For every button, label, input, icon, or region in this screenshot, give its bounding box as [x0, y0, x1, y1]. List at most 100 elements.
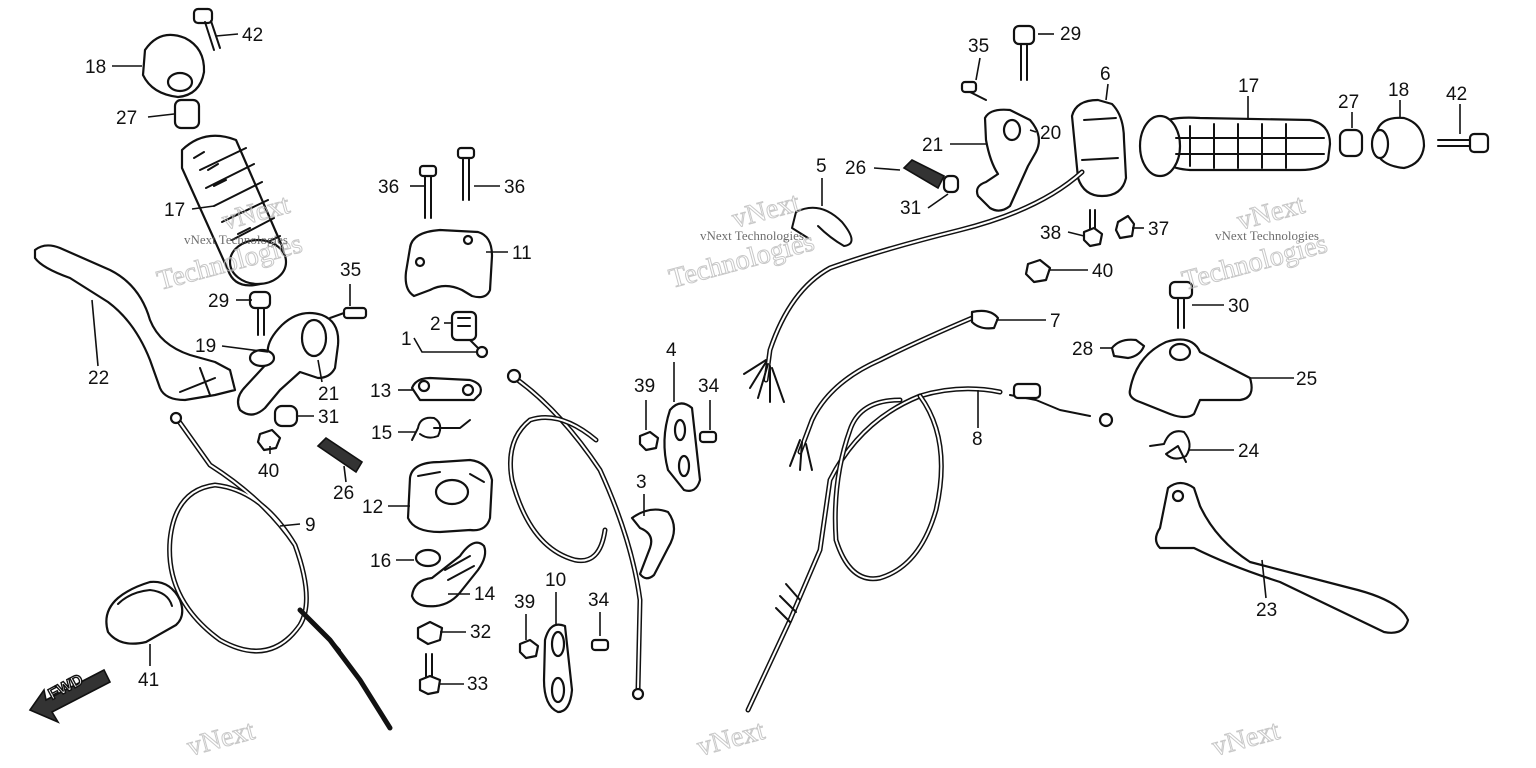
callout-label: 13: [370, 381, 391, 402]
part-grip-17-right: [1138, 114, 1332, 178]
callout-label: 10: [545, 570, 566, 591]
part-collar-27: [173, 98, 201, 130]
part-adjuster-26-right: [902, 159, 946, 190]
part-hardware-38-37-40: [1024, 209, 1136, 284]
callout-label: 33: [467, 674, 488, 695]
part-screw-35-right: [960, 80, 987, 101]
part-clip-5: [791, 206, 853, 247]
part-nut-32: [416, 620, 444, 646]
part-collar-31-right: [942, 174, 960, 194]
part-lever-14: [410, 541, 487, 608]
callout-label: 42: [242, 25, 263, 46]
callout-label: 16: [370, 551, 391, 572]
callout-label: 12: [362, 497, 383, 518]
callout-label: 2: [430, 314, 441, 335]
callout-label: 18: [1388, 80, 1409, 101]
part-plate-28: [1110, 338, 1146, 360]
part-plate-13: [410, 376, 482, 402]
part-screw-33: [418, 653, 442, 696]
callout-label: 37: [1148, 219, 1169, 240]
part-perch-25: [1128, 338, 1253, 419]
callout-label: 29: [208, 291, 229, 312]
part-clamp-4: [663, 402, 702, 492]
callout-label: 28: [1072, 339, 1093, 360]
callout-label: 15: [371, 423, 392, 444]
callout-label: 31: [318, 407, 339, 428]
watermark-big-top: vNext: [1209, 715, 1283, 763]
callout-label: 38: [1040, 223, 1061, 244]
part-throttle-cable: [506, 368, 645, 701]
callout-label: 27: [116, 108, 137, 129]
part-screws-36: [418, 146, 476, 219]
part-lever-22: [33, 244, 237, 402]
callout-label: 11: [512, 243, 532, 264]
callout-label: 31: [900, 198, 921, 219]
callout-label: 35: [968, 36, 989, 57]
part-wire-harness: [743, 169, 1085, 403]
callout-label: 21: [318, 384, 339, 405]
part-guide-3: [630, 508, 676, 580]
leader-lines: [91, 33, 1461, 685]
callout-label: 3: [636, 472, 647, 493]
part-bolt-30: [1168, 280, 1194, 329]
watermark-small: vNext Technologies: [700, 228, 804, 243]
watermark-small: vNext Technologies: [1215, 228, 1319, 243]
callout-label: 40: [1092, 261, 1113, 282]
callout-label: 34: [588, 590, 610, 611]
callout-label: 23: [1256, 600, 1277, 621]
callout-label: 20: [1040, 123, 1061, 144]
watermark-big-top: vNext: [694, 715, 768, 763]
callout-label: 17: [1238, 76, 1259, 97]
callout-label: 26: [333, 483, 354, 504]
part-switch-housing-12: [406, 458, 494, 534]
callout-label: 8: [972, 429, 983, 450]
callout-label: 35: [340, 260, 361, 281]
callout-label: 5: [816, 156, 827, 177]
callout-label: 41: [138, 670, 159, 691]
callout-label: 9: [305, 515, 316, 536]
part-spring-24: [1149, 430, 1191, 463]
part-bolt-29-right: [1012, 24, 1036, 81]
callout-label: 7: [1050, 311, 1061, 332]
callout-label: 17: [164, 200, 185, 221]
callout-label: 22: [88, 368, 109, 389]
part-cable-7: [789, 309, 1000, 471]
part-cable-8: [745, 382, 1114, 713]
callout-label: 40: [258, 461, 279, 482]
callout-label: 36: [504, 177, 525, 198]
watermark-small: vNext Technologies: [184, 232, 288, 247]
callout-label: 36: [378, 177, 399, 198]
part-adjuster-26-left: [316, 436, 364, 474]
part-throttle-housing-6: [1070, 98, 1128, 198]
watermarks: vNext Technologies vNext Technologies vN…: [153, 187, 1331, 764]
callout-label: 39: [514, 592, 535, 613]
watermark-big-top: vNext: [184, 715, 258, 763]
callout-label: 29: [1060, 24, 1081, 45]
callout-label: 21: [922, 135, 943, 156]
part-bolt-42: [192, 7, 221, 51]
callout-label: 18: [85, 57, 106, 78]
part-collar-27-right: [1338, 128, 1364, 158]
part-bolt-29-left: [248, 290, 272, 336]
part-clamp-10: [542, 623, 574, 714]
callout-labels: 42 18 27 17 29 35 19 22 21 31 40 26 9 41…: [85, 24, 1467, 695]
part-bar-end-18: [141, 33, 206, 99]
callout-label: 4: [666, 340, 677, 361]
part-bar-end-18-right: [1370, 116, 1426, 170]
part-perch-20-21-right: [975, 108, 1041, 212]
callout-label: 34: [698, 376, 720, 397]
callout-label: 39: [634, 376, 655, 397]
part-ring-16: [414, 548, 442, 568]
fwd-arrow: FWD: [28, 668, 112, 724]
part-collar-31-left: [273, 404, 299, 428]
part-nut-40-left: [256, 428, 282, 452]
callout-label: 14: [474, 584, 496, 605]
callout-label: 27: [1338, 92, 1359, 113]
callout-label: 25: [1296, 369, 1317, 390]
part-bolt-42-right: [1437, 132, 1490, 154]
part-hardware-39-34-upper: [638, 430, 718, 452]
part-cable-9: [167, 411, 393, 731]
part-lever-23: [1154, 481, 1410, 634]
callout-label: 42: [1446, 84, 1467, 105]
